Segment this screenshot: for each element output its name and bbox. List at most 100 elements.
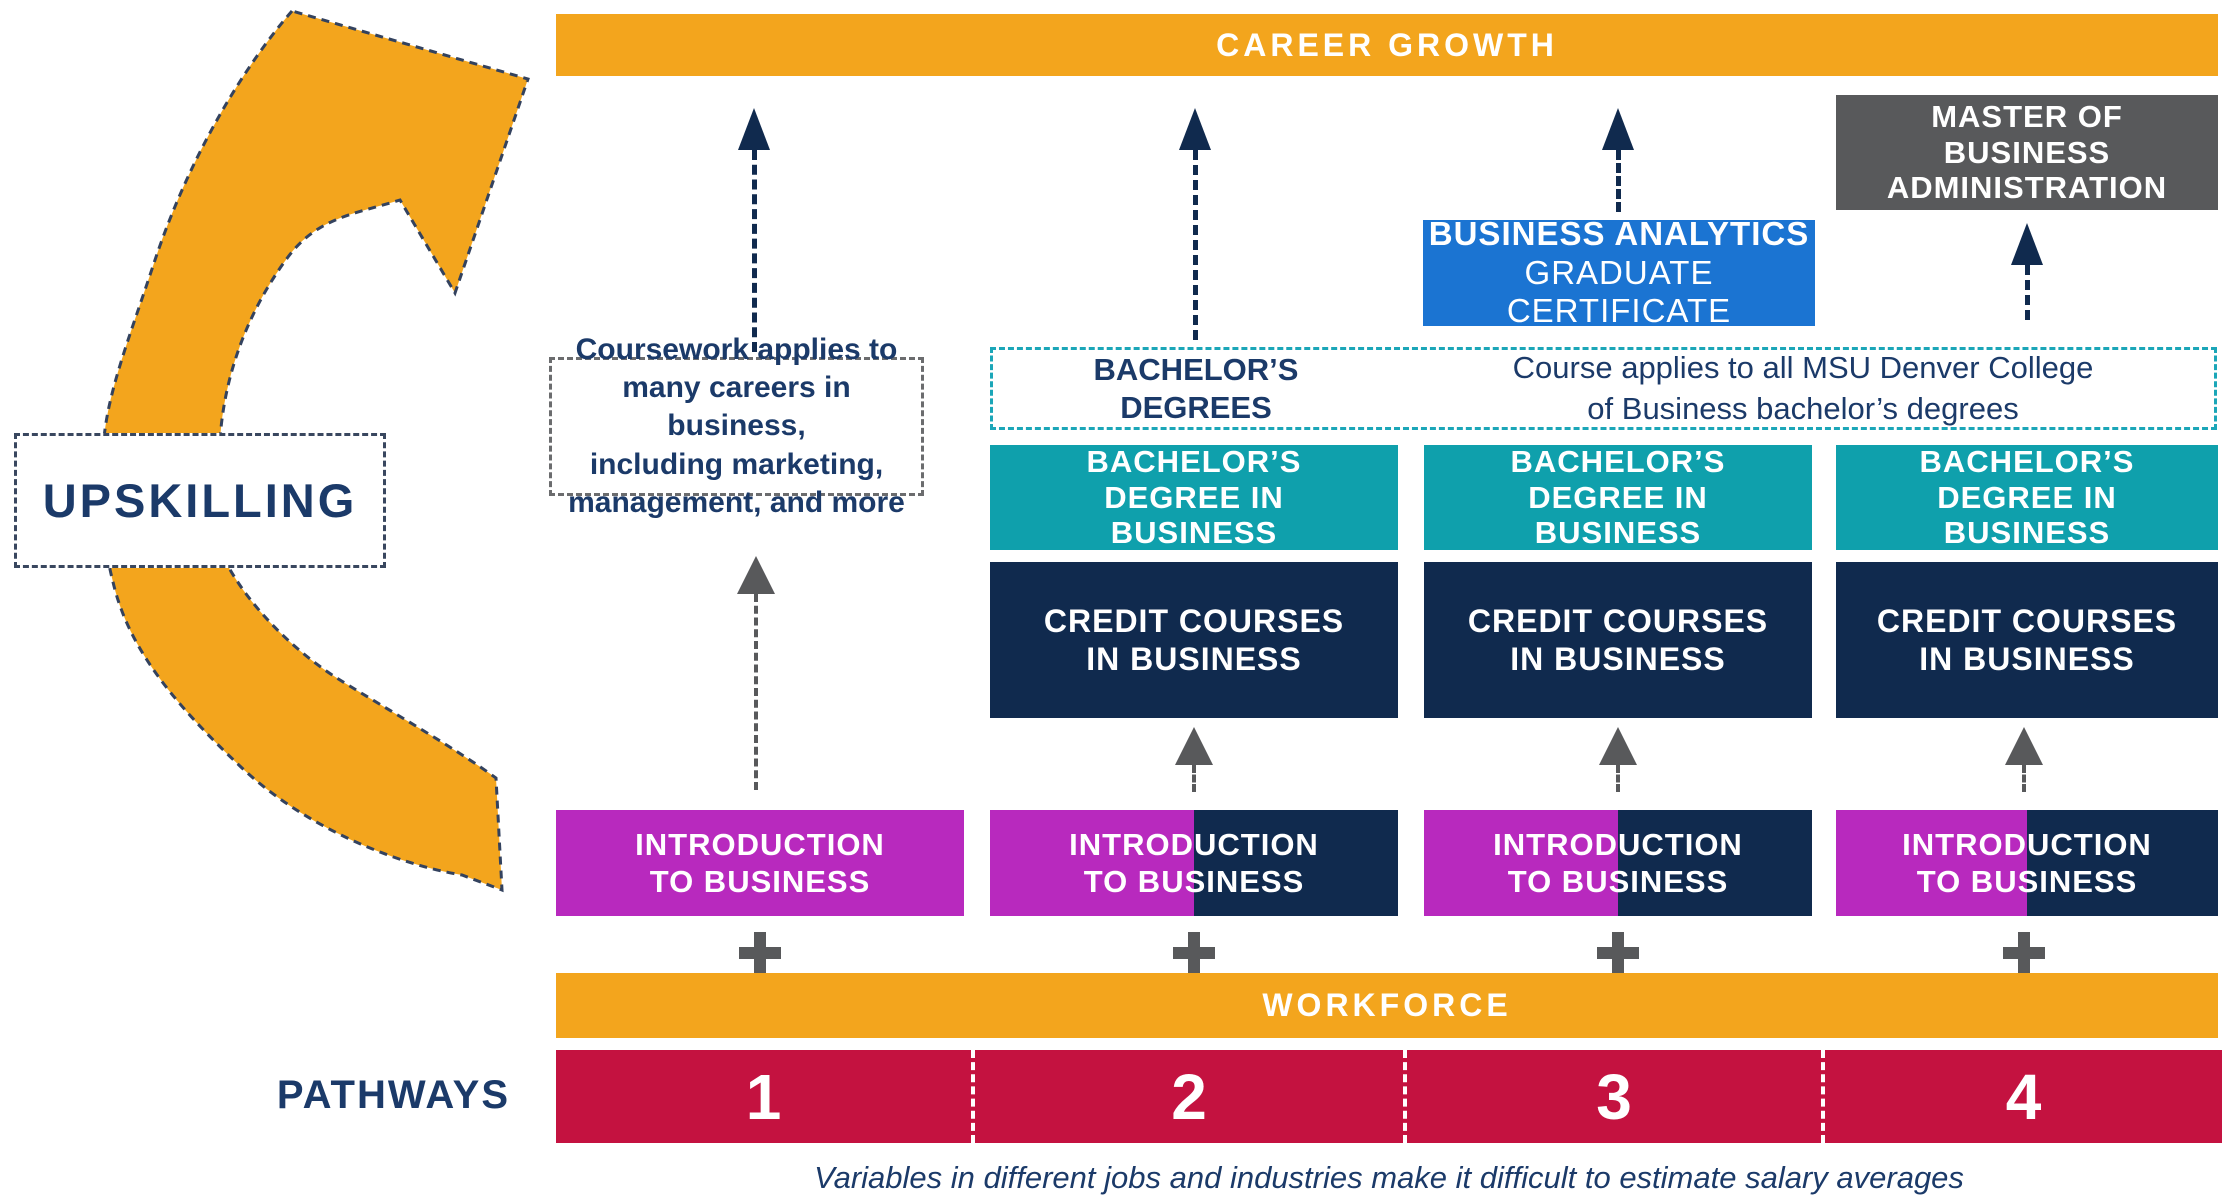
mba-box: MASTER OF BUSINESS ADMINISTRATION xyxy=(1836,95,2218,210)
career-growth-label: CAREER GROWTH xyxy=(1216,26,1558,63)
pathway-number-3: 3 xyxy=(1596,1060,1632,1133)
intro-line-2: TO BUSINESS xyxy=(1916,864,2138,899)
course-note-line-2: of Business bachelor’s degrees xyxy=(1587,390,2019,426)
intro-business-box-pathway4: INTRODUCTION TO BUSINESS xyxy=(1836,810,2218,916)
intro-box-fill-magenta xyxy=(1836,810,2027,916)
degree-line-3: BUSINESS xyxy=(1943,515,2111,551)
credit-line-2: IN BUSINESS xyxy=(1510,641,1726,677)
up-arrow-icon xyxy=(2011,223,2043,265)
intro-box-fill xyxy=(556,810,964,916)
intro-box-label: INTRODUCTION TO BUSINESS xyxy=(1836,810,2218,916)
certificate-line-2: CERTIFICATE xyxy=(1506,292,1732,330)
bachelors-degrees-note-box: BACHELOR’S DEGREES Course applies to all… xyxy=(990,347,2217,430)
intro-line-1: INTRODUCTION xyxy=(1493,826,1743,862)
plus-icon xyxy=(739,932,781,974)
plus-icon xyxy=(2003,932,2045,974)
bachelor-degree-box-pathway2: BACHELOR’S DEGREE IN BUSINESS xyxy=(990,443,1398,551)
pathways-bar: 1 2 3 4 xyxy=(556,1050,2222,1143)
certificate-line-1: GRADUATE xyxy=(1524,253,1714,291)
up-arrow-icon xyxy=(1599,727,1637,765)
intro-line-1: INTRODUCTION xyxy=(635,826,885,862)
credit-line-2: IN BUSINESS xyxy=(1919,641,2135,677)
upskilling-label-box: UPSKILLING xyxy=(14,433,386,568)
up-arrow-icon xyxy=(1602,108,1634,150)
intro-business-box-pathway3: INTRODUCTION TO BUSINESS xyxy=(1424,810,1812,916)
coursework-line-3: including marketing, xyxy=(589,447,884,481)
degree-line-1: BACHELOR’S xyxy=(1086,443,1302,479)
degree-line-2: DEGREE IN xyxy=(1937,479,2117,515)
plus-icon xyxy=(1597,932,1639,974)
degree-line-2: DEGREE IN xyxy=(1528,479,1708,515)
credit-line-2: IN BUSINESS xyxy=(1086,641,1302,677)
degree-line-1: BACHELOR’S xyxy=(1510,443,1726,479)
business-analytics-certificate-box: BUSINESS ANALYTICS GRADUATE CERTIFICATE xyxy=(1423,215,1815,329)
intro-box-fill-navy xyxy=(1618,810,1812,916)
intro-line-1: INTRODUCTION xyxy=(1069,826,1319,862)
bachelor-degree-box-pathway4: BACHELOR’S DEGREE IN BUSINESS xyxy=(1836,443,2218,551)
up-arrow-stem xyxy=(752,150,757,352)
up-arrow-stem xyxy=(1616,765,1620,792)
intro-box-label: INTRODUCTION TO BUSINESS xyxy=(556,810,964,916)
up-arrow-stem xyxy=(754,594,758,790)
bachelors-degrees-line-2: DEGREES xyxy=(1120,389,1272,425)
degree-line-3: BUSINESS xyxy=(1534,515,1702,551)
pathway-segment-4: 4 xyxy=(1821,1050,2222,1143)
mba-line-2: BUSINESS xyxy=(1943,134,2111,170)
credit-line-1: CREDIT COURSES xyxy=(1876,602,2178,639)
intro-box-fill-magenta xyxy=(990,810,1194,916)
upskilling-curved-arrow xyxy=(100,9,530,893)
credit-courses-box-pathway3: CREDIT COURSES IN BUSINESS xyxy=(1424,562,1812,718)
credit-courses-box-pathway4: CREDIT COURSES IN BUSINESS xyxy=(1836,562,2218,718)
up-arrow-icon xyxy=(1179,108,1211,150)
intro-box-fill-navy xyxy=(2027,810,2218,916)
intro-line-2: TO BUSINESS xyxy=(1083,864,1305,899)
credit-courses-box-pathway2: CREDIT COURSES IN BUSINESS xyxy=(990,562,1398,718)
intro-business-box-pathway2: INTRODUCTION TO BUSINESS xyxy=(990,810,1398,916)
mba-line-1: MASTER OF xyxy=(1931,98,2123,134)
coursework-note-box: Coursework applies to many careers in bu… xyxy=(549,333,924,519)
credit-line-1: CREDIT COURSES xyxy=(1467,602,1769,639)
up-arrow-stem xyxy=(1192,765,1196,792)
up-arrow-stem xyxy=(2025,265,2030,320)
intro-line-2: TO BUSINESS xyxy=(1507,864,1729,899)
intro-box-fill-magenta xyxy=(1424,810,1618,916)
up-arrow-icon xyxy=(737,556,775,594)
footnote: Variables in different jobs and industri… xyxy=(814,1160,1964,1195)
workforce-banner: WORKFORCE xyxy=(556,973,2218,1038)
degree-line-3: BUSINESS xyxy=(1110,515,1278,551)
workforce-label: WORKFORCE xyxy=(1262,987,1512,1023)
certificate-title: BUSINESS ANALYTICS xyxy=(1428,214,1810,252)
intro-line-2: TO BUSINESS xyxy=(649,864,871,899)
pathway-number-2: 2 xyxy=(1171,1060,1207,1133)
bachelors-degrees-label: BACHELOR’S DEGREES xyxy=(993,350,1399,427)
plus-icon xyxy=(1173,932,1215,974)
up-arrow-stem xyxy=(1616,150,1621,212)
bachelors-degrees-line-1: BACHELOR’S xyxy=(1093,352,1299,388)
coursework-line-4: management, and more xyxy=(568,485,905,519)
course-note-line-1: Course applies to all MSU Denver College xyxy=(1512,350,2094,386)
intro-box-fill-navy xyxy=(1194,810,1398,916)
pathways-label: PATHWAYS xyxy=(276,1073,510,1117)
intro-business-box-pathway1: INTRODUCTION TO BUSINESS xyxy=(556,810,964,916)
up-arrow-icon xyxy=(2005,727,2043,765)
upskilling-label: UPSKILLING xyxy=(42,474,358,527)
up-arrow-stem xyxy=(2022,765,2026,792)
career-growth-banner: CAREER GROWTH xyxy=(556,14,2218,76)
coursework-line-1: Coursework applies to xyxy=(575,333,898,367)
pathway-number-1: 1 xyxy=(745,1060,782,1133)
degree-line-1: BACHELOR’S xyxy=(1919,443,2135,479)
up-arrow-icon xyxy=(738,108,770,150)
course-applies-note: Course applies to all MSU Denver College… xyxy=(1423,350,2183,427)
intro-box-label: INTRODUCTION TO BUSINESS xyxy=(1424,810,1812,916)
up-arrow-stem xyxy=(1193,150,1198,340)
up-arrow-icon xyxy=(1175,727,1213,765)
bachelor-degree-box-pathway3: BACHELOR’S DEGREE IN BUSINESS xyxy=(1424,443,1812,551)
pathway-segment-3: 3 xyxy=(1403,1050,1821,1143)
pathway-segment-1: 1 xyxy=(556,1050,971,1143)
intro-box-label: INTRODUCTION TO BUSINESS xyxy=(990,810,1398,916)
mba-line-3: ADMINISTRATION xyxy=(1886,170,2168,206)
coursework-line-2: many careers in business, xyxy=(622,371,851,443)
credit-line-1: CREDIT COURSES xyxy=(1043,602,1345,639)
degree-line-2: DEGREE IN xyxy=(1104,479,1284,515)
